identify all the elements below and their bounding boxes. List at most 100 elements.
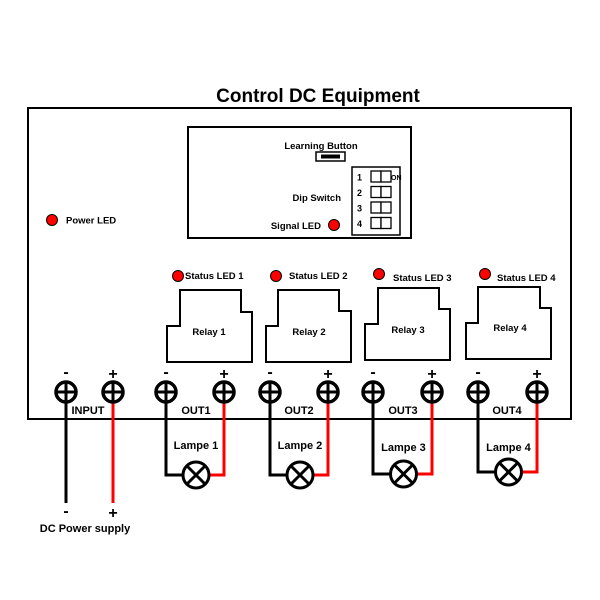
dip-toggle-left (370, 185, 382, 199)
polarity-minus-label: - (63, 364, 68, 381)
polarity-plus-label: + (219, 366, 228, 383)
polarity-minus-label: - (267, 364, 272, 381)
dip-toggle-right (380, 201, 392, 214)
terminal-screw-plus[interactable]: + (420, 366, 444, 404)
terminal-label: OUT3 (388, 405, 417, 417)
relay-outline (265, 289, 352, 363)
lamp-positive-wire (417, 392, 434, 476)
terminal-label: INPUT (72, 405, 105, 417)
dip-toggle-right (380, 185, 392, 199)
polarity-minus-label: - (370, 364, 375, 381)
polarity-minus-label: - (475, 364, 480, 381)
polarity-plus-label: + (427, 366, 436, 383)
status-led-label: Status LED 2 (289, 271, 348, 282)
relay-label: Relay 4 (493, 323, 527, 334)
terminal-out1: - + OUT1 (154, 364, 236, 417)
dip-position-number: 1 (357, 173, 362, 183)
signal-led-icon (328, 219, 340, 231)
lamp-cross (393, 463, 414, 485)
lamp-negative-wire (268, 392, 286, 477)
power-supply-minus: - (63, 503, 68, 520)
lamp-cross (289, 464, 311, 486)
power-led-icon (46, 214, 58, 226)
status-led-icon (373, 268, 385, 280)
polarity-minus-label: - (163, 364, 168, 381)
dip-toggle-left (370, 201, 382, 214)
lamp-cross (185, 464, 207, 486)
dip-switch-position[interactable]: 2 (357, 185, 392, 199)
dip-switch-position[interactable]: 4 (357, 216, 392, 230)
lamp-label: Lampe 4 (486, 442, 532, 454)
terminal-screw-minus[interactable]: - (154, 364, 178, 404)
relay-outline (364, 287, 451, 361)
status-led-label: Status LED 3 (393, 273, 452, 284)
lamp-positive-wire (314, 392, 330, 477)
lamp-label: Lampe 3 (381, 442, 426, 454)
polarity-plus-label: + (323, 366, 332, 383)
lamp-positive-wire (210, 392, 226, 477)
terminal-screw-plus[interactable]: + (101, 366, 125, 404)
dip-switch[interactable]: ON 1 2 3 4 (351, 166, 402, 236)
lamp-negative-wire (164, 392, 182, 477)
dip-position-number: 2 (357, 188, 362, 198)
relay-label: Relay 3 (391, 325, 424, 336)
status-led-icon (172, 270, 184, 282)
terminal-input: - + INPUT (54, 364, 125, 417)
terminal-label: OUT4 (492, 405, 522, 417)
power-led-label: Power LED (66, 216, 116, 227)
relay-3: Relay 3 Status LED 3 (364, 268, 452, 361)
dip-on-label: ON (391, 175, 402, 182)
dip-position-number: 3 (357, 204, 362, 214)
relay-label: Relay 1 (192, 327, 226, 338)
dip-toggle-right (380, 216, 392, 230)
lamp-4: Lampe 4 (486, 442, 532, 487)
terminal-out2: - + OUT2 (258, 364, 340, 417)
polarity-plus-label: + (532, 366, 541, 383)
learning-button[interactable] (315, 151, 346, 162)
lamp-2: Lampe 2 (278, 440, 323, 490)
signal-led-label: Signal LED (271, 221, 321, 232)
polarity-plus-label: + (108, 366, 117, 383)
terminal-screw-minus[interactable]: - (54, 364, 78, 404)
status-led-label: Status LED 1 (185, 271, 244, 282)
lamp-positive-wire (522, 392, 539, 474)
receiver-module: Learning Button Dip Switch Signal LED ON… (187, 126, 412, 239)
terminal-screw-minus[interactable]: - (361, 364, 385, 404)
lamp-label: Lampe 1 (174, 440, 219, 452)
terminal-out4: - + OUT4 (466, 364, 549, 417)
dip-toggle-left (370, 170, 382, 183)
relay-outline (465, 286, 552, 360)
relay-outline (166, 289, 253, 363)
diagram-title: Control DC Equipment (216, 86, 420, 107)
relay-4: Relay 4 Status LED 4 (465, 268, 556, 360)
power-supply-plus: + (108, 505, 117, 522)
learning-button-label: Learning Button (284, 141, 358, 152)
terminal-label: OUT1 (181, 405, 210, 417)
terminal-label: OUT2 (284, 405, 313, 417)
lamp-3: Lampe 3 (381, 442, 426, 489)
status-led-icon (270, 270, 282, 282)
lamp-1: Lampe 1 (174, 440, 219, 490)
dip-position-number: 4 (357, 219, 362, 229)
relay-label: Relay 2 (292, 327, 325, 338)
lamp-negative-wire (371, 392, 390, 476)
terminal-screw-plus[interactable]: + (525, 366, 549, 404)
lamp-cross (498, 461, 519, 483)
lamp-label: Lampe 2 (278, 440, 323, 452)
dip-switch-position[interactable]: 1 (357, 170, 392, 183)
status-led-label: Status LED 4 (497, 273, 556, 284)
terminal-screw-minus[interactable]: - (466, 364, 490, 404)
dip-toggle-right (380, 170, 392, 183)
terminal-screw-minus[interactable]: - (258, 364, 282, 404)
terminal-out3: - + OUT3 (361, 364, 444, 417)
dip-switch-label: Dip Switch (292, 193, 341, 204)
status-led-icon (479, 268, 491, 280)
terminal-screw-plus[interactable]: + (212, 366, 236, 404)
dip-switch-position[interactable]: 3 (357, 201, 392, 214)
relay-1: Relay 1 Status LED 1 (166, 270, 253, 363)
dip-toggle-left (370, 216, 382, 230)
lamp-negative-wire (476, 392, 495, 474)
terminal-screw-plus[interactable]: + (316, 366, 340, 404)
power-supply-label: DC Power supply (40, 523, 131, 535)
